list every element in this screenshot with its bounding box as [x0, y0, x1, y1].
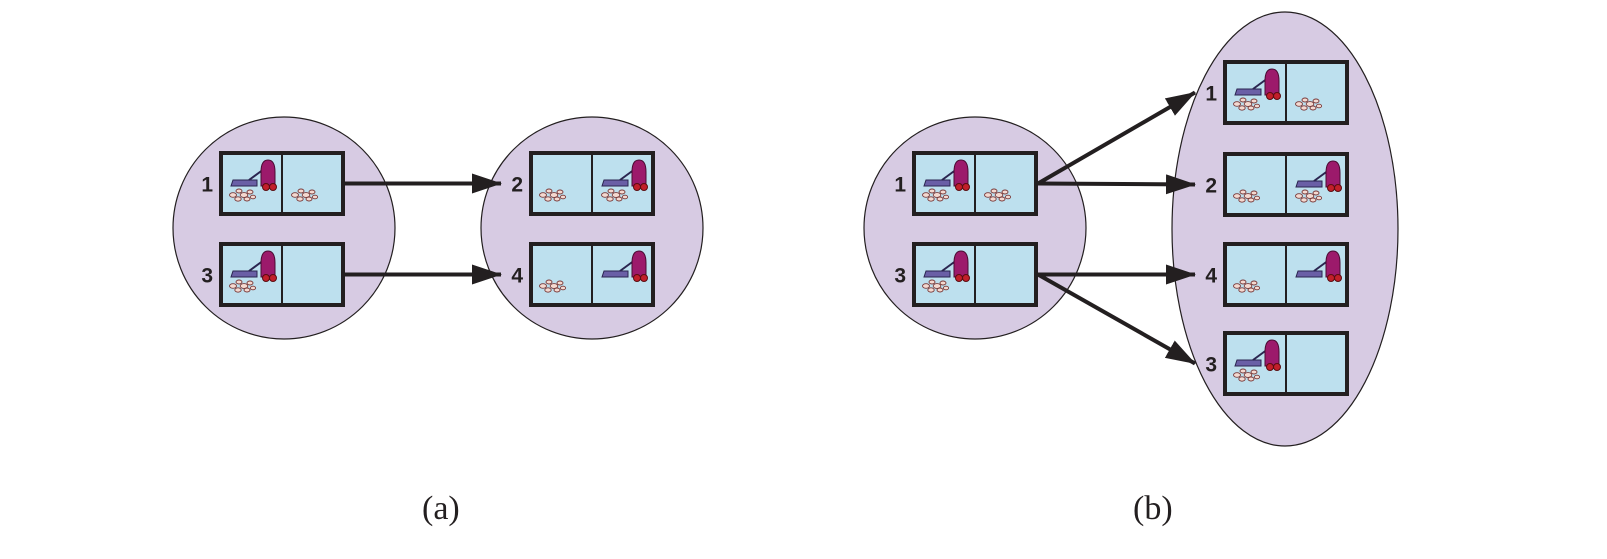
state-number-label: 3 [201, 265, 213, 288]
state-number-label: 3 [1205, 354, 1217, 377]
physical-state-box: 4 [1205, 242, 1349, 307]
physical-state-box: 3 [201, 242, 345, 307]
vacuum-cleaner-icon [1295, 160, 1342, 192]
vacuum-cleaner-icon [230, 250, 277, 282]
vacuum-cleaner-icon [1234, 339, 1281, 371]
dirt-icon [922, 279, 950, 293]
vacuum-cleaner-icon [1295, 250, 1342, 282]
state-number-label: 2 [1205, 175, 1217, 198]
state-number-label: 1 [1205, 83, 1217, 106]
caption-b: (b) [1133, 490, 1173, 527]
dirt-icon [229, 188, 257, 202]
vacuum-cleaner-icon [601, 159, 648, 191]
transition-arrow [1037, 272, 1196, 366]
physical-state-box: 4 [511, 242, 655, 307]
state-number-label: 4 [511, 265, 523, 288]
belief-state-layer [172, 11, 1399, 447]
vacuum-cleaner-icon [601, 250, 648, 282]
physical-state-box: 1 [201, 151, 345, 216]
transition-arrow [1036, 90, 1197, 186]
dirt-icon [1233, 368, 1261, 382]
vacuum-cleaner-icon [923, 250, 970, 282]
dirt-icon [922, 188, 950, 202]
physical-state-box: 2 [1205, 152, 1349, 217]
state-number-label: 2 [511, 174, 523, 197]
vacuum-cleaner-icon [923, 159, 970, 191]
dirt-icon [1233, 279, 1261, 293]
dirt-icon [1233, 97, 1261, 111]
dirt-icon [984, 188, 1012, 202]
physical-state-box: 3 [894, 242, 1038, 307]
state-number-label: 3 [894, 265, 906, 288]
physical-state-box: 1 [894, 151, 1038, 216]
dirt-icon [229, 279, 257, 293]
transition-layer [345, 90, 1197, 366]
dirt-icon [1295, 97, 1323, 111]
dirt-icon [539, 188, 567, 202]
vacuum-cleaner-icon [230, 159, 277, 191]
state-number-label: 4 [1205, 265, 1217, 288]
physical-state-box: 2 [511, 151, 655, 216]
state-number-label: 1 [201, 174, 213, 197]
dirt-icon [601, 188, 629, 202]
dirt-icon [1295, 189, 1323, 203]
dirt-icon [539, 279, 567, 293]
dirt-icon [291, 188, 319, 202]
dirt-icon [1233, 189, 1261, 203]
caption-a: (a) [422, 490, 460, 527]
vacuum-cleaner-icon [1234, 68, 1281, 100]
physical-state-box: 3 [1205, 331, 1349, 396]
physical-state-box: 1 [1205, 60, 1349, 125]
physical-state-layer: 1 3 2 4 1 3 1 2 4 3 [201, 60, 1349, 396]
transition-arrow [1037, 174, 1196, 195]
state-number-label: 1 [894, 174, 906, 197]
